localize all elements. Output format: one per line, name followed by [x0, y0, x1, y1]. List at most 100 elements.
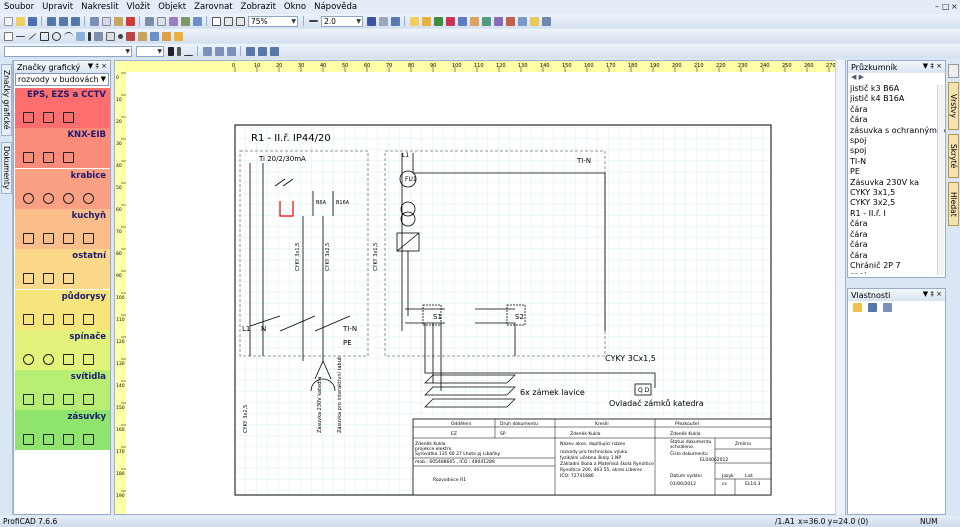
line-tool-icon[interactable]: [15, 35, 25, 37]
pdf-icon[interactable]: [192, 16, 202, 26]
line-width-select[interactable]: 2.0▼: [321, 15, 363, 27]
symbol-icon[interactable]: [43, 394, 54, 406]
category-8[interactable]: zásuvky: [15, 410, 110, 451]
category-1[interactable]: KNX-EIB: [15, 128, 110, 169]
explorer-item[interactable]: spoj: [850, 146, 867, 156]
grid-icon[interactable]: [366, 16, 376, 26]
properties-icon[interactable]: [390, 16, 400, 26]
category-select[interactable]: rozvody v budovách▼: [15, 73, 109, 86]
underline-icon[interactable]: [183, 47, 193, 56]
menu-soubor[interactable]: Soubor: [4, 2, 35, 12]
help-icon[interactable]: [541, 16, 551, 26]
category-0[interactable]: EPS, EZS a CCTV: [15, 88, 110, 128]
report-icon[interactable]: [517, 16, 527, 26]
explorer-item[interactable]: CYKY 3x2,5: [850, 198, 896, 208]
category-4[interactable]: ostatní: [15, 249, 110, 290]
symbol-icon[interactable]: [63, 232, 74, 244]
zoom-select[interactable]: 75%▼: [248, 15, 298, 27]
align-center-icon[interactable]: [214, 46, 224, 56]
export-icon[interactable]: [168, 16, 178, 26]
symbol-icon[interactable]: [23, 112, 34, 123]
delete-icon[interactable]: [125, 16, 135, 26]
align-right-icon[interactable]: [226, 46, 236, 56]
save-icon[interactable]: [27, 16, 37, 26]
explorer-item[interactable]: R1 - II.ř. I: [850, 208, 886, 218]
explorer-item[interactable]: jistič k4 B16A: [850, 94, 905, 104]
hand-tool-icon[interactable]: [173, 31, 183, 41]
symbol-icon[interactable]: [43, 353, 54, 365]
symbol-icon[interactable]: [23, 394, 34, 406]
symbol-icon[interactable]: [43, 273, 54, 285]
minimize-icon[interactable]: –: [935, 2, 939, 11]
symbol-icon[interactable]: [23, 192, 34, 204]
symbol-icon[interactable]: [43, 192, 54, 204]
zoom-out-icon[interactable]: [235, 16, 245, 26]
symbol-icon[interactable]: [63, 434, 74, 446]
symbol-icon[interactable]: [43, 313, 54, 325]
tree-icon[interactable]: [433, 16, 443, 26]
align-top-icon[interactable]: [245, 46, 255, 56]
font-size-select[interactable]: ▼: [136, 45, 164, 57]
symbol-icon[interactable]: [83, 313, 94, 325]
category-5[interactable]: půdorysy: [15, 289, 110, 330]
new-file-icon[interactable]: [3, 16, 13, 26]
close-icon[interactable]: ×: [951, 2, 958, 11]
explorer-item[interactable]: čára: [850, 104, 868, 114]
dimension-tool-icon[interactable]: [137, 31, 147, 41]
bold-icon[interactable]: [167, 46, 174, 56]
print-preview-icon[interactable]: [156, 16, 166, 26]
property-pages-icon[interactable]: [882, 302, 892, 312]
tab-hledat[interactable]: Hledat: [948, 182, 959, 226]
symbol-icon[interactable]: [63, 112, 74, 123]
symbol-icon[interactable]: [23, 353, 34, 365]
symbol-icon[interactable]: [23, 152, 34, 164]
tab-graphic-symbols[interactable]: Značky grafické: [1, 64, 12, 136]
sort-category-icon[interactable]: [852, 302, 862, 312]
symbol-icon[interactable]: [63, 152, 74, 164]
wire-tool-icon[interactable]: [105, 31, 115, 41]
image-icon[interactable]: [180, 16, 190, 26]
print-icon[interactable]: [144, 16, 154, 26]
zoom-window-icon[interactable]: [211, 16, 221, 26]
symbol-icon[interactable]: [63, 192, 74, 204]
explorer-item[interactable]: CYKY 3x1,5: [850, 188, 896, 198]
tab-vrstvy[interactable]: Vrstvy: [948, 82, 959, 130]
table-tool-icon[interactable]: [149, 31, 159, 41]
symbol-icon[interactable]: [83, 434, 94, 446]
select-tool-icon[interactable]: [3, 31, 13, 41]
restore-icon[interactable]: □: [942, 2, 950, 11]
category-6[interactable]: spínače: [15, 329, 110, 370]
explorer-nav-arrows[interactable]: ◀ ▶: [851, 73, 864, 81]
symbol-icon[interactable]: [43, 232, 54, 244]
explorer-item[interactable]: Zásuvka 230V ka: [850, 177, 919, 187]
explorer-item[interactable]: spoj: [850, 271, 945, 274]
repeat-icon[interactable]: [70, 16, 80, 26]
explorer-item[interactable]: čára: [850, 240, 868, 250]
symbol-icon[interactable]: [23, 232, 34, 244]
explorer-item[interactable]: TI-N: [850, 156, 867, 166]
align-middle-icon[interactable]: [257, 46, 267, 56]
symbol-icon[interactable]: [83, 394, 94, 406]
menu-napoveda[interactable]: Nápověda: [314, 2, 358, 12]
pin-icon[interactable]: ▼ ‡ ×: [87, 62, 107, 70]
symbol-icon[interactable]: [63, 394, 74, 406]
sort-alpha-icon[interactable]: [867, 302, 877, 312]
explorer-item[interactable]: čára: [850, 229, 868, 239]
explorer-item[interactable]: Chránič 2P 7: [850, 260, 901, 270]
zoom-in-icon[interactable]: [223, 16, 233, 26]
symbol-icon[interactable]: [63, 313, 74, 325]
polyline-tool-icon[interactable]: [28, 32, 36, 40]
menu-zobrazit[interactable]: Zobrazit: [240, 2, 276, 12]
dock-toggle-icon[interactable]: [948, 64, 959, 78]
open-file-icon[interactable]: [15, 16, 25, 26]
undo-icon[interactable]: [46, 16, 56, 26]
image-tool-icon[interactable]: [93, 31, 103, 41]
category-7[interactable]: svítidla: [15, 370, 110, 411]
menu-zarovnat[interactable]: Zarovnat: [194, 2, 233, 12]
menu-okno[interactable]: Okno: [283, 2, 307, 12]
symbol-icon[interactable]: [83, 353, 94, 365]
tab-skryte[interactable]: Skryté: [948, 134, 959, 178]
category-3[interactable]: kuchyň: [15, 208, 110, 249]
font-select[interactable]: ▼: [4, 45, 132, 57]
symbol-icon[interactable]: [23, 313, 34, 325]
